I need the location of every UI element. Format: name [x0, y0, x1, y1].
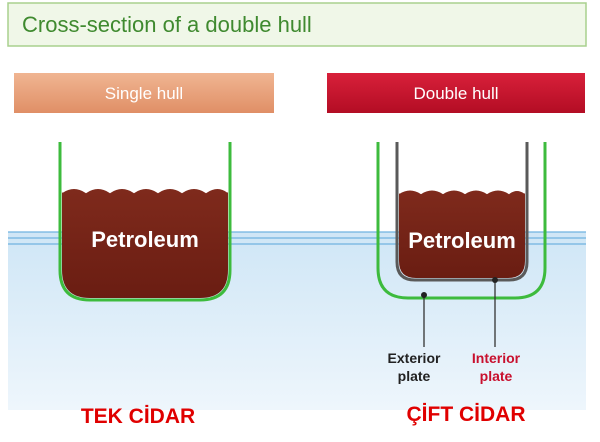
- single-hull-panel: Single hull Petroleum TEK CİDAR: [14, 73, 274, 428]
- interior-plate-label-line1: Interior: [472, 350, 521, 366]
- interior-plate-label-line2: plate: [480, 368, 513, 384]
- single-hull-header-label: Single hull: [105, 84, 183, 103]
- single-hull-header: Single hull: [14, 73, 274, 113]
- exterior-plate-label-line2: plate: [398, 368, 431, 384]
- title-bar: Cross-section of a double hull: [7, 2, 587, 47]
- single-hull-petroleum-label: Petroleum: [91, 227, 199, 252]
- diagram-title: Cross-section of a double hull: [22, 12, 312, 37]
- exterior-plate-pointer: [421, 292, 427, 347]
- double-hull-petroleum-label: Petroleum: [408, 228, 516, 253]
- single-hull-caption: TEK CİDAR: [81, 405, 195, 428]
- single-hull-outline: [58, 142, 232, 302]
- double-hull-panel: Double hull Petroleum Exterior plate Int…: [327, 73, 585, 426]
- exterior-plate-label-line1: Exterior: [388, 350, 441, 366]
- single-hull-petroleum: [62, 188, 228, 298]
- double-hull-header: Double hull: [327, 73, 585, 113]
- interior-plate-pointer: [492, 277, 498, 347]
- double-hull-header-label: Double hull: [413, 84, 498, 103]
- double-hull-oil-surface: [398, 188, 526, 195]
- double-hull-caption: ÇİFT CİDAR: [407, 403, 526, 426]
- interior-plate-outline: [395, 142, 529, 282]
- double-hull-petroleum: [399, 189, 525, 278]
- exterior-plate-outline: [376, 142, 547, 300]
- single-hull-oil-surface: [61, 187, 229, 194]
